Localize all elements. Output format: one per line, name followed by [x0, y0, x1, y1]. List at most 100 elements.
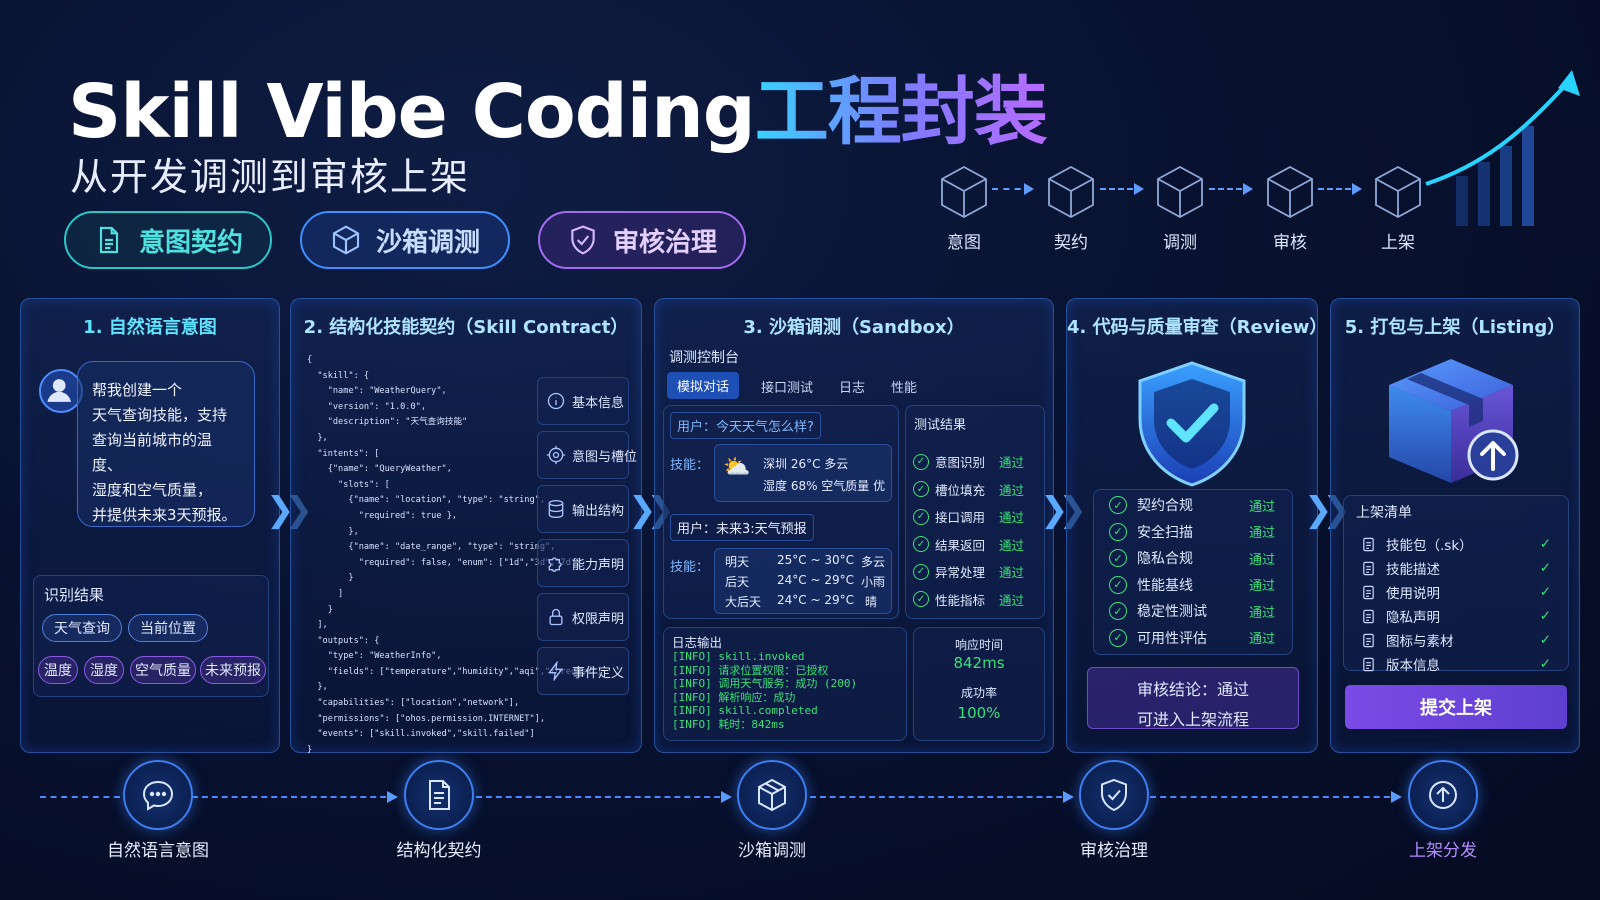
check-icon: ✓ [1539, 536, 1551, 552]
flow-node-intent: 意图 [934, 164, 994, 253]
review-checklist [1093, 489, 1293, 655]
test-row: ✓槽位填充通过 [913, 480, 1024, 499]
test-result: 通过 [999, 592, 1025, 608]
code-line: {"name": "date_range", "type": "string", [307, 542, 556, 553]
review-check-name: 契约合规 [1137, 498, 1193, 514]
document-icon [99, 226, 119, 254]
side-item-permissions[interactable]: 权限声明 [537, 593, 629, 641]
test-name: 槽位填充 [935, 482, 986, 498]
code-line: "type": "WeatherInfo", [307, 651, 442, 662]
tag: 空气质量 [130, 656, 196, 684]
title-chinese: 工程封装 [754, 69, 1048, 155]
forecast-day: 大后天 [725, 595, 762, 609]
pill-sandbox-debug[interactable]: 沙箱调测 [300, 211, 510, 269]
review-check-result: 通过 [1249, 579, 1276, 594]
tab-api-test[interactable]: 接口测试 [761, 381, 814, 396]
forecast-cond: 多云 [861, 555, 886, 569]
side-item-events[interactable]: 事件定义 [537, 647, 629, 695]
code-line: "required": true }, [307, 510, 458, 521]
tab-performance[interactable]: 性能 [891, 381, 918, 396]
side-item-label: 事件定义 [572, 665, 625, 681]
code-line: "outputs": { [307, 635, 380, 646]
listing-item-label: 隐私声明 [1386, 610, 1440, 626]
log-line: [INFO] 解析响应：成功 [672, 690, 796, 704]
log-line: [INFO] 请求位置权限：已授权 [672, 663, 829, 677]
timeline-arrow [810, 791, 1074, 803]
recognition-result-card: 识别结果 天气查询 当前位置 温度 湿度 空气质量 未来预报 [33, 575, 269, 697]
flow-node-contract: 契约 [1041, 164, 1101, 253]
review-check-row: ✓契约合规通过 [1109, 495, 1287, 515]
shield-check-icon [1138, 361, 1246, 487]
code-line: "slots": [ [307, 479, 390, 490]
check-circle-icon: ✓ [1109, 575, 1127, 594]
forecast-range: 25°C ~ 30°C [777, 553, 854, 567]
flow-node-review: 审核 [1260, 164, 1320, 253]
review-check-name: 性能基线 [1137, 577, 1193, 594]
pill-label: 意图契约 [138, 227, 243, 258]
check-icon: ✓ [1539, 632, 1551, 648]
panel-title: 5. 打包与上架（Listing） [1344, 317, 1566, 338]
timeline-arrow [476, 791, 732, 803]
log-output: [INFO] skill.invoked[INFO] 请求位置权限：已授权[IN… [672, 650, 857, 731]
test-result: 通过 [999, 510, 1025, 525]
puzzle-icon [548, 557, 562, 572]
document-icon [1363, 561, 1374, 575]
test-row: ✓接口调用通过 [913, 507, 1024, 526]
check-circle-icon: ✓ [913, 563, 929, 580]
weather-card: ⛅ 深圳 26°C 多云 湿度 68% 空气质量 优 [714, 444, 892, 502]
code-line: "fields": ["temperature","humidity","aqi… [307, 666, 602, 677]
lock-shield-icon [1363, 609, 1374, 623]
metrics-card: 响应时间 842ms 成功率 100% [913, 627, 1045, 741]
test-row: ✓异常处理通过 [913, 562, 1024, 581]
check-icon: ✓ [1539, 584, 1551, 600]
test-row: ✓性能指标通过 [913, 590, 1024, 609]
chat-area: 用户：今天天气怎么样? 技能： ⛅ 深圳 26°C 多云 湿度 68% 空气质量… [663, 405, 899, 619]
side-item-output-structure[interactable]: 输出结构 [537, 485, 629, 533]
forecast-range: 24°C ~ 29°C [777, 593, 854, 607]
skill-label: 技能： [670, 458, 710, 473]
test-result: 通过 [999, 565, 1025, 580]
check-circle-icon: ✓ [1109, 522, 1127, 541]
bubble-line: 湿度和空气质量， [92, 481, 213, 499]
tab-logs[interactable]: 日志 [839, 381, 866, 396]
tag: 温度 [38, 656, 78, 684]
review-check-row: ✓安全扫描通过 [1109, 522, 1287, 542]
side-item-basic-info[interactable]: 基本信息 [537, 377, 629, 425]
listing-checklist: 上架清单 [1343, 495, 1569, 671]
pill-intent-contract[interactable]: 意图契约 [64, 211, 272, 269]
code-line: }, [307, 432, 328, 443]
bubble-line: 天气查询技能，支持 [92, 406, 228, 424]
code-line: ], [307, 620, 328, 631]
timeline-label: 上架分发 [1409, 841, 1477, 861]
tab-simulated-chat[interactable]: 模拟对话 [667, 372, 740, 399]
code-line: } [307, 573, 354, 584]
review-check-result: 通过 [1249, 632, 1276, 647]
tag: 湿度 [84, 656, 124, 684]
submit-listing-button[interactable]: 提交上架 [1345, 685, 1567, 729]
metric-value: 100% [957, 704, 1001, 722]
tag: 天气查询 [42, 614, 122, 642]
lock-icon [549, 608, 563, 626]
weather-city-temp: 深圳 26°C 多云 [763, 457, 849, 471]
check-icon: ✓ [1539, 656, 1551, 672]
flow-node-debug: 调测 [1150, 164, 1210, 253]
side-item-intent-slots[interactable]: 意图与槽位 [537, 431, 637, 479]
timeline-node-contract [404, 760, 474, 830]
flow-arrow [992, 183, 1034, 195]
code-line: {"name": "QueryWeather", [307, 464, 452, 475]
side-item-capabilities[interactable]: 能力声明 [537, 539, 629, 587]
tag: 当前位置 [128, 614, 208, 642]
review-check-result: 通过 [1249, 552, 1276, 568]
panel-sandbox: 3. 沙箱调测（Sandbox） 调测控制台 模拟对话 接口测试 日志 性能 用… [654, 298, 1054, 753]
pill-label: 审核治理 [612, 227, 717, 258]
timeline-line [40, 796, 120, 798]
pill-review-governance[interactable]: 审核治理 [538, 211, 746, 269]
tag: 未来预报 [200, 656, 266, 684]
check-circle-icon: ✓ [913, 481, 929, 497]
flow-label: 意图 [947, 233, 981, 253]
test-row: ✓意图识别通过 [913, 452, 1024, 471]
panel-title: 1. 自然语言意图 [83, 317, 217, 338]
bubble-line: 并提供未来3天预报。 [92, 506, 237, 524]
test-name: 性能指标 [935, 592, 986, 608]
listing-item: 版本信息✓ [1361, 654, 1551, 674]
